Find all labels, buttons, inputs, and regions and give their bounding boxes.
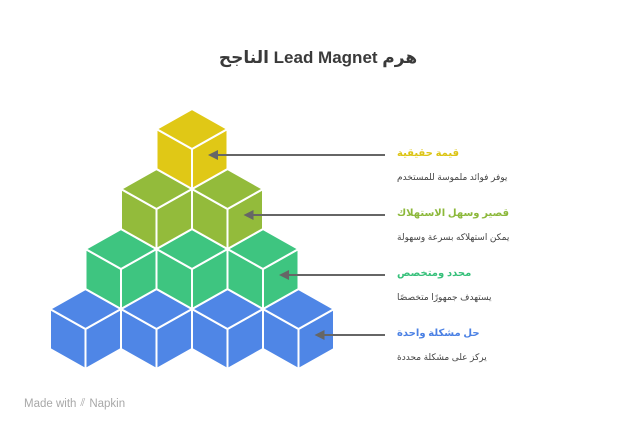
level-description: يستهدف جمهورًا متخصصًا (397, 292, 492, 302)
level-label: حل مشكلة واحدة (397, 328, 480, 339)
made-with-napkin-watermark[interactable]: Made with ⫽ Napkin (24, 397, 125, 410)
cube (155, 108, 229, 190)
level-description: يوفر فوائد ملموسة للمستخدم (397, 172, 508, 182)
arrow-head-icon (314, 330, 325, 340)
watermark-brand: Napkin (89, 397, 126, 410)
level-description: يركز على مشكلة محددة (397, 352, 487, 362)
diagram-title: هرم Lead Magnet الناجح (218, 48, 418, 67)
watermark-prefix: Made with (24, 397, 77, 410)
cube-top-face (155, 108, 229, 150)
cube-pyramid (49, 108, 335, 370)
arrows-group (208, 150, 385, 340)
level-description: يمكن استهلاكه بسرعة وسهولة (397, 232, 510, 242)
arrow-head-icon (208, 150, 218, 160)
cube (84, 228, 158, 310)
level-label: قيمة حقيقية (397, 148, 460, 159)
arrow-head-icon (279, 270, 289, 280)
cube (155, 228, 229, 310)
level-label: محدد ومتخصص (397, 268, 472, 279)
arrow-head-icon (243, 210, 254, 220)
cube (226, 228, 300, 310)
napkin-icon: ⫽ (80, 397, 86, 409)
level-label: قصير وسهل الاستهلاك (397, 208, 509, 219)
